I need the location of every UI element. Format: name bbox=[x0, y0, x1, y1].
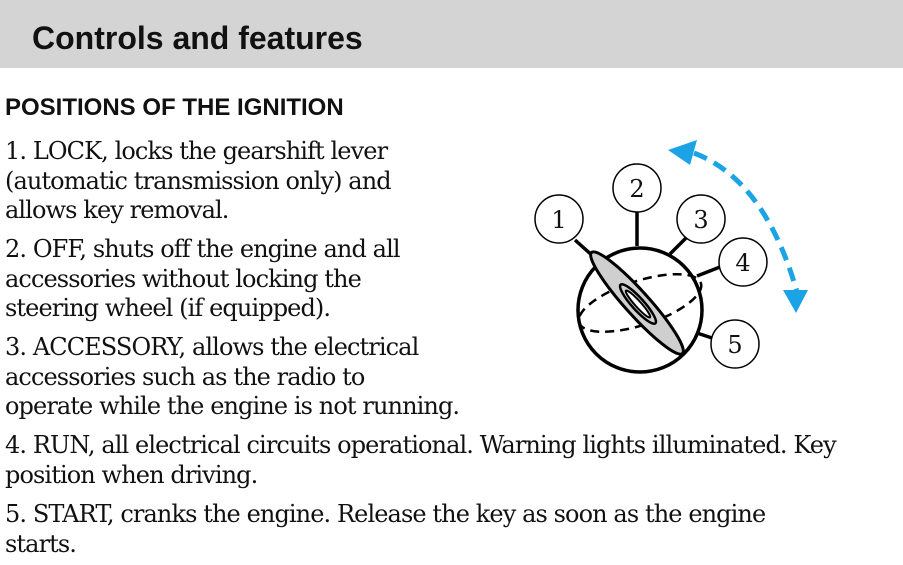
callout-3: 3 bbox=[693, 206, 708, 234]
arrow-head-up-icon bbox=[668, 140, 697, 165]
rotation-arrow bbox=[693, 150, 800, 293]
item-accessory: 3. ACCESSORY, allows the electrical acce… bbox=[5, 333, 460, 420]
callout-2: 2 bbox=[629, 175, 644, 203]
item-start: 5. START, cranks the engine. Release the… bbox=[5, 500, 766, 558]
item-lock: 1. LOCK, locks the gearshift lever (auto… bbox=[5, 137, 392, 224]
arrow-head-down-icon bbox=[783, 290, 808, 313]
callout-4: 4 bbox=[735, 249, 750, 277]
item-run: 4. RUN, all electrical circuits operatio… bbox=[5, 431, 837, 489]
section-heading: POSITIONS OF THE IGNITION bbox=[5, 94, 344, 121]
callout-1: 1 bbox=[551, 206, 566, 234]
page-title: Controls and features bbox=[32, 20, 363, 56]
callout-5: 5 bbox=[727, 331, 742, 359]
item-off: 2. OFF, shuts off the engine and all acc… bbox=[5, 235, 401, 322]
header-band: Controls and features bbox=[0, 0, 903, 68]
